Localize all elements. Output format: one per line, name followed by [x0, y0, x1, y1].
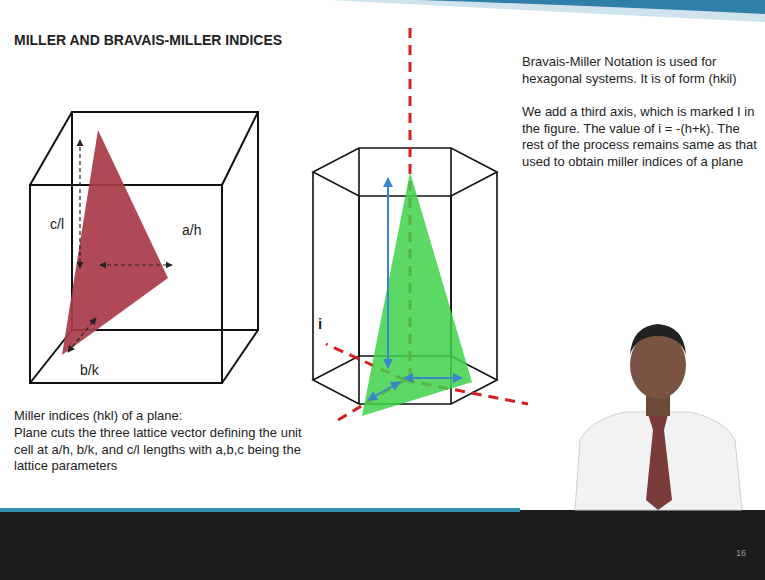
note-text: We add a third axis, which is marked I i… [522, 104, 758, 171]
note-text: Miller indices (hkl) of a plane: [14, 408, 314, 425]
slide-title: MILLER AND BRAVAIS-MILLER INDICES [14, 32, 282, 50]
slide-number: 16 [736, 548, 746, 560]
axis-label: i [318, 314, 322, 333]
intercept-arrows [68, 140, 172, 352]
cube [30, 112, 258, 383]
note-text: Bravais-Miller Notation is used for hexa… [522, 54, 758, 87]
footer-line [0, 508, 520, 512]
intercept-arrows [368, 178, 462, 400]
footer-bar [0, 510, 765, 580]
intercept-label: c/l [48, 216, 66, 234]
miller-plane [62, 130, 168, 355]
intercept-label: a/h [180, 222, 203, 240]
presenter [575, 324, 742, 510]
bravais-miller-plane [362, 172, 472, 416]
header-swoosh [420, 0, 765, 14]
intercept-label: b/k [78, 362, 101, 380]
crystal-axes [326, 28, 528, 420]
note-text: Plane cuts the three lattice vector defi… [14, 425, 314, 475]
header-swoosh [330, 0, 765, 22]
